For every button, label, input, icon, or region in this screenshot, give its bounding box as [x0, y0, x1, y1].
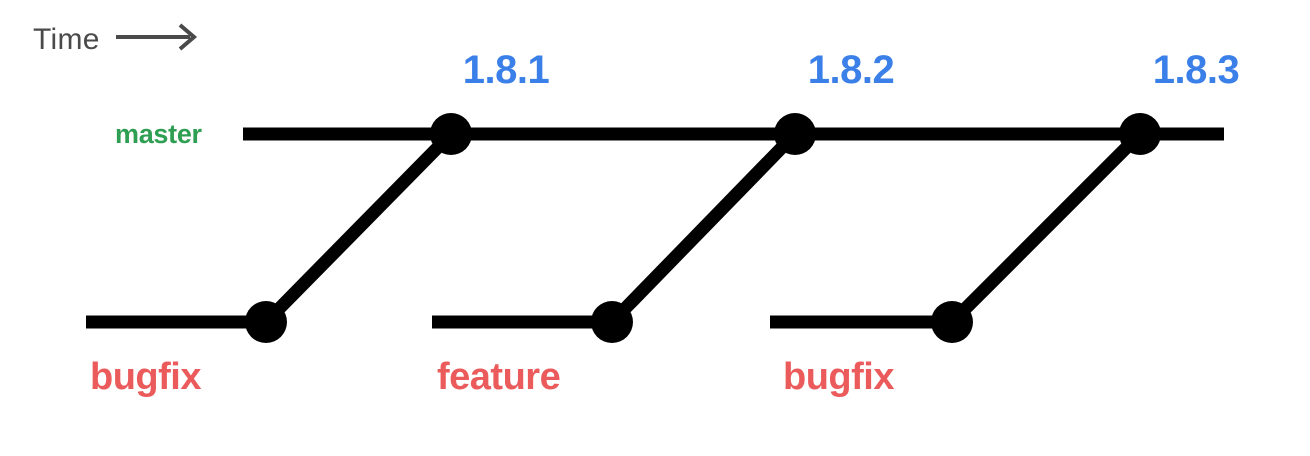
branch-dot-bugfix-1	[245, 301, 287, 343]
merge-line-1	[261, 129, 456, 327]
commit-dot-183	[1119, 113, 1161, 155]
branch-label-bugfix-1: bugfix	[90, 356, 201, 398]
branch-label-feature: feature	[437, 356, 561, 398]
branch-label-bugfix-2: bugfix	[783, 356, 894, 398]
time-axis-label: Time	[33, 22, 100, 56]
branch-dot-bugfix-2	[931, 301, 973, 343]
version-tag-183: 1.8.3	[1152, 48, 1240, 92]
right-arrow-icon	[114, 22, 204, 57]
commit-dot-181	[430, 113, 472, 155]
merge-line-2	[607, 129, 800, 327]
master-branch-label: master	[115, 119, 202, 149]
version-tag-182: 1.8.2	[807, 48, 895, 92]
merge-line-3	[947, 129, 1145, 327]
commit-dot-182	[774, 113, 816, 155]
version-tag-181: 1.8.1	[462, 48, 550, 92]
time-axis: Time	[33, 22, 204, 57]
branch-dot-feature	[591, 301, 633, 343]
